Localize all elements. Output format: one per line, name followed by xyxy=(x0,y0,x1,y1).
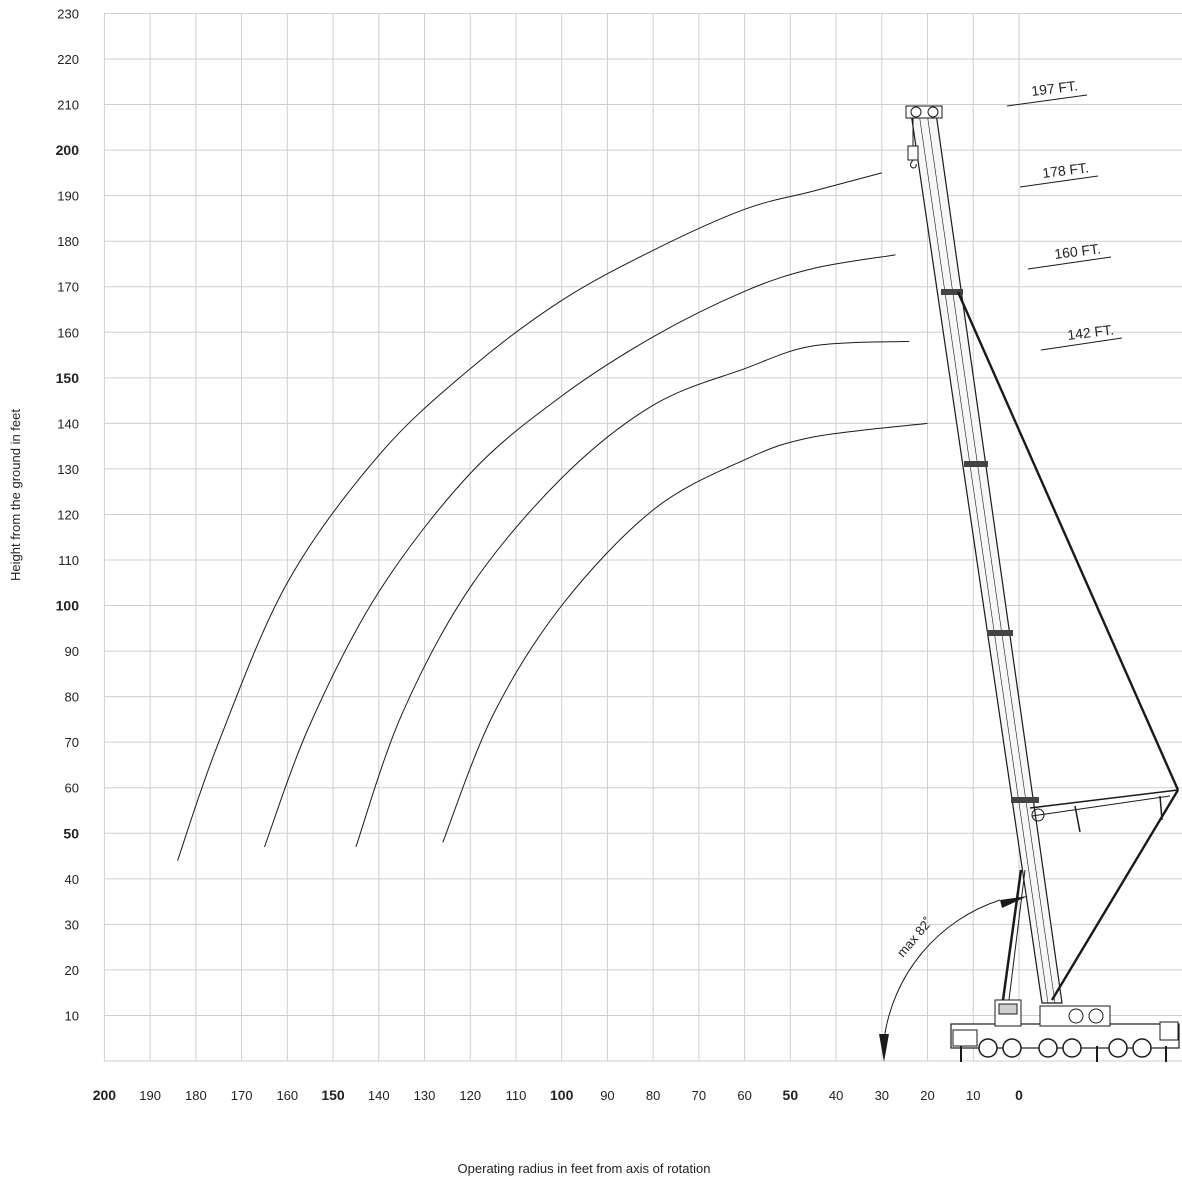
x-tick-label: 110 xyxy=(506,1088,527,1103)
x-tick-label: 20 xyxy=(920,1088,934,1103)
x-tick-label: 30 xyxy=(875,1088,889,1103)
crane-illustration xyxy=(879,105,1180,1062)
boom-label-197: 197 FT. xyxy=(1030,77,1078,99)
range-curve-series-0 xyxy=(177,172,882,861)
boom-label-178: 178 FT. xyxy=(1041,159,1089,181)
y-tick-label: 130 xyxy=(57,462,79,477)
x-tick-label: 120 xyxy=(459,1088,481,1103)
y-tick-label: 110 xyxy=(58,553,79,568)
y-tick-label: 10 xyxy=(65,1008,79,1023)
y-tick-label: 100 xyxy=(56,598,80,614)
y-tick-label: 30 xyxy=(65,917,79,932)
y-tick-label: 50 xyxy=(63,825,79,841)
y-axis-ticks: 230 220 210 200 190 180 170 160 150 140 130 120 110 1… xyxy=(56,6,80,1023)
range-curves xyxy=(177,172,928,861)
y-tick-label: 90 xyxy=(65,644,79,659)
x-tick-label: 130 xyxy=(414,1088,436,1103)
x-tick-label: 90 xyxy=(600,1088,614,1103)
x-tick-label: 40 xyxy=(829,1088,843,1103)
y-tick-label: 120 xyxy=(57,507,79,522)
x-tick-label: 200 xyxy=(93,1087,117,1103)
y-tick-label: 70 xyxy=(65,735,79,750)
range-curve-series-3 xyxy=(442,422,928,843)
boom-length-labels: 197 FT. 178 FT. 160 FT. 142 FT. xyxy=(1006,77,1123,351)
y-tick-label: 40 xyxy=(65,872,79,887)
boom-label-160: 160 FT. xyxy=(1053,240,1101,262)
x-tick-label: 50 xyxy=(783,1087,799,1103)
y-tick-label: 160 xyxy=(57,325,79,340)
angle-annotation: max 82˚ xyxy=(894,914,936,960)
y-tick-label: 150 xyxy=(56,370,80,386)
x-tick-label: 150 xyxy=(321,1087,345,1103)
x-tick-label: 190 xyxy=(139,1088,161,1103)
range-curve-series-1 xyxy=(264,254,896,848)
y-tick-label: 200 xyxy=(56,142,80,158)
x-tick-label: 180 xyxy=(185,1088,207,1103)
x-tick-label: 10 xyxy=(966,1088,980,1103)
y-axis-title: Height from the ground in feet xyxy=(8,409,23,581)
grid xyxy=(103,12,1182,1062)
x-tick-label: 140 xyxy=(368,1088,390,1103)
x-tick-label: 60 xyxy=(737,1088,751,1103)
x-tick-label: 100 xyxy=(550,1087,574,1103)
crane-boom xyxy=(910,112,1063,1004)
y-tick-label: 140 xyxy=(57,416,79,431)
y-tick-label: 20 xyxy=(65,963,79,978)
x-tick-label: 160 xyxy=(276,1088,298,1103)
y-tick-label: 190 xyxy=(57,189,79,204)
y-tick-label: 230 xyxy=(57,6,79,21)
x-axis-title: Operating radius in feet from axis of ro… xyxy=(458,1161,711,1176)
y-tick-label: 60 xyxy=(65,781,79,796)
x-tick-label: 70 xyxy=(692,1088,706,1103)
x-tick-label: 80 xyxy=(646,1088,660,1103)
y-tick-label: 170 xyxy=(57,280,79,295)
y-tick-label: 220 xyxy=(57,52,79,67)
y-tick-label: 210 xyxy=(57,98,79,113)
x-tick-label: 0 xyxy=(1015,1087,1023,1103)
y-tick-label: 80 xyxy=(65,690,79,705)
angle-arc xyxy=(883,899,1001,1041)
x-tick-label: 170 xyxy=(231,1088,253,1103)
range-curve-series-2 xyxy=(355,340,910,848)
boom-label-142: 142 FT. xyxy=(1066,321,1114,343)
y-tick-label: 180 xyxy=(57,234,79,249)
